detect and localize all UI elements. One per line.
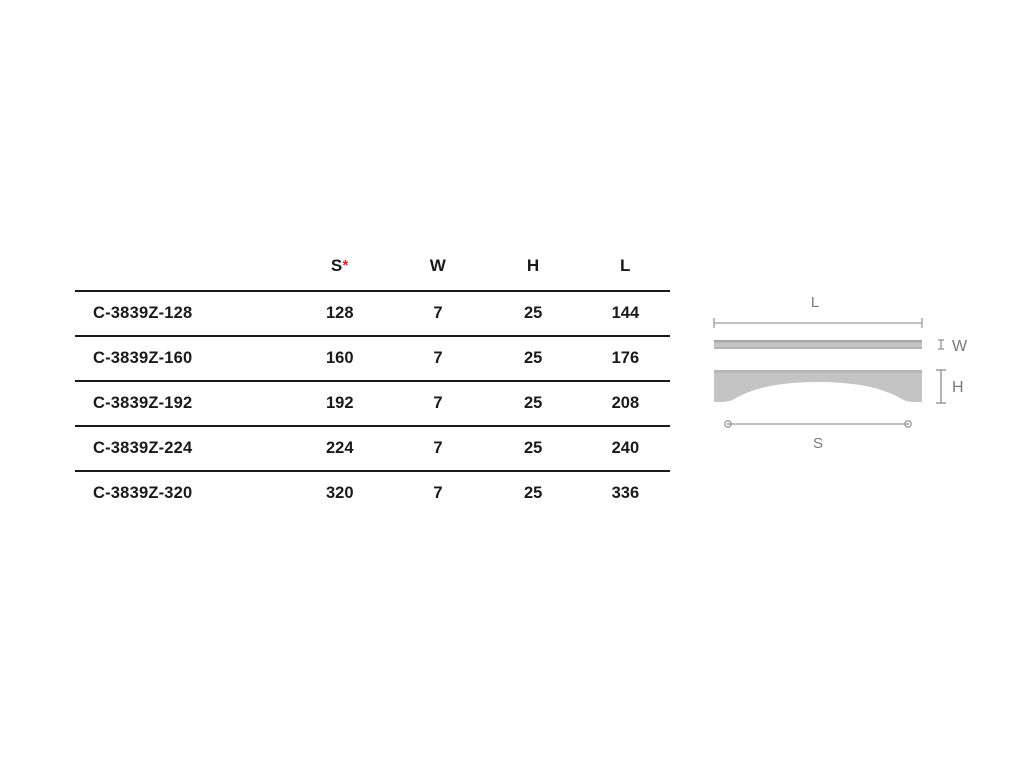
handle-elevation-view [714, 370, 922, 402]
dimension-label-height: H [952, 379, 964, 396]
column-header-s-label: S [330, 256, 343, 275]
cell-l: 144 [580, 290, 670, 336]
cell-model: C-3839Z-224 [75, 425, 290, 471]
handle-plan-view [714, 340, 922, 349]
cell-h: 25 [485, 470, 581, 515]
dimension-label-length: L [811, 294, 819, 311]
cell-h: 25 [485, 380, 581, 426]
cell-h: 25 [485, 335, 581, 381]
cell-w: 7 [390, 425, 486, 471]
dimension-marker-height [936, 369, 946, 404]
specification-table-container: S* W H L C-3839Z-128 128 7 25 144 C-3839… [75, 256, 670, 515]
cell-w: 7 [390, 470, 486, 515]
cell-model: C-3839Z-128 [75, 290, 290, 336]
cell-model: C-3839Z-320 [75, 470, 290, 515]
column-header-l-label: L [620, 256, 631, 275]
dimension-marker-width [938, 339, 944, 350]
cell-w: 7 [390, 380, 486, 426]
table-body: C-3839Z-128 128 7 25 144 C-3839Z-160 160… [75, 290, 670, 515]
cell-w: 7 [390, 290, 486, 336]
dimension-label-width: W [952, 338, 968, 355]
cell-s: 128 [289, 290, 391, 336]
dimension-line-center-distance [724, 420, 912, 428]
dimension-line-length [713, 318, 923, 328]
column-header-l: L [581, 256, 670, 291]
cell-s: 320 [289, 470, 391, 515]
cell-model: C-3839Z-160 [75, 335, 290, 381]
cell-l: 208 [580, 380, 670, 426]
cell-h: 25 [485, 290, 581, 336]
table-header-row: S* W H L [75, 256, 670, 291]
cell-s: 224 [289, 425, 391, 471]
column-header-s: S* [289, 256, 390, 291]
table-row: C-3839Z-128 128 7 25 144 [75, 290, 670, 336]
table-row: C-3839Z-192 192 7 25 208 [75, 380, 670, 426]
cell-l: 336 [580, 470, 670, 515]
table-row: C-3839Z-320 320 7 25 336 [75, 470, 670, 515]
cell-model: C-3839Z-192 [75, 380, 290, 426]
required-asterisk-icon: * [342, 257, 349, 274]
cell-l: 176 [580, 335, 670, 381]
table-header-row-group: S* W H L [75, 256, 670, 291]
column-header-h: H [486, 256, 581, 291]
cell-w: 7 [390, 335, 486, 381]
table-row: C-3839Z-224 224 7 25 240 [75, 425, 670, 471]
cell-s: 192 [289, 380, 391, 426]
cell-s: 160 [289, 335, 391, 381]
column-header-w: W [390, 256, 485, 291]
column-header-model [75, 256, 289, 291]
handle-technical-drawing: L W H [700, 282, 1000, 462]
column-header-h-label: H [526, 256, 540, 275]
specification-table: S* W H L C-3839Z-128 128 7 25 144 C-3839… [75, 256, 670, 515]
cell-l: 240 [580, 425, 670, 471]
cell-h: 25 [485, 425, 581, 471]
dimension-label-center-distance: S [813, 435, 823, 452]
column-header-w-label: W [429, 256, 447, 275]
table-row: C-3839Z-160 160 7 25 176 [75, 335, 670, 381]
